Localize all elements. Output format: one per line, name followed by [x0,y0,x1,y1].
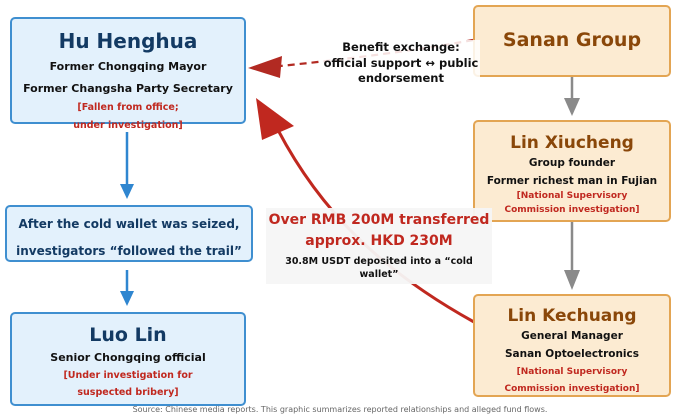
luo-lin-status-1: [Under investigation for [63,370,193,381]
lin-xiucheng-role-1: Group founder [528,157,616,169]
benefit-exchange-arrowhead [248,56,282,78]
trail-line-1: After the cold wallet was seized, [18,217,240,231]
transfer-line-2: approx. HKD 230M [305,233,453,249]
luo-lin-name: Luo Lin [89,324,167,346]
benefit-exchange-label: Benefit exchange: official support ↔ pub… [322,40,480,87]
trail-to-luo-arrowhead [120,291,134,306]
source-note: Source: Chinese media reports. This grap… [132,405,548,414]
benefit-exchange-arrow [279,38,474,68]
lin-xiucheng-status-1: [National Supervisory [516,191,628,201]
hu-henghua-status-2: under investigation] [73,119,183,131]
trail-line-2: investigators “followed the trail” [16,244,242,258]
hu-henghua-role-1: Former Chongqing Mayor [49,60,207,73]
lin-xiucheng-name: Lin Xiucheng [510,133,634,153]
cold-wallet-trail-node: After the cold wallet was seized, invest… [5,205,253,262]
fund-transfer-label: Over RMB 200M transferred approx. HKD 23… [266,208,492,284]
hu-henghua-role-2: Former Changsha Party Secretary [23,82,233,95]
hu-to-trail-arrowhead [120,184,134,199]
lin-kechuang-role-2: Sanan Optoelectronics [504,348,640,360]
lin-xiucheng-status-2: Commission investigation] [504,204,640,215]
transfer-line-1: Over RMB 200M transferred [268,212,490,228]
luo-lin-node: Luo Lin Senior Chongqing official [Under… [10,312,246,406]
sanan-group-node: Sanan Group [473,5,671,77]
benefit-line-1: Benefit exchange: [342,40,460,54]
lin-kechuang-status-1: [National Supervisory [516,367,628,377]
lin-xiucheng-node: Lin Xiucheng Group founder Former riches… [473,120,671,222]
hu-henghua-status-1: [Fallen from office; [77,102,179,113]
hu-henghua-node: Hu Henghua Former Chongqing Mayor Former… [10,17,246,131]
xiucheng-to-kechuang-arrowhead [564,270,580,290]
fund-flow-arrowhead [256,98,294,140]
lin-kechuang-role-1: General Manager [521,330,623,342]
hu-henghua-name: Hu Henghua [58,29,198,53]
lin-kechuang-status-2: Commission investigation] [504,383,640,394]
benefit-line-3: endorsement [358,71,444,85]
lin-kechuang-name: Lin Kechuang [507,306,637,326]
sanan-to-xiucheng-arrowhead [564,98,580,116]
luo-lin-role: Senior Chongqing official [50,351,206,364]
lin-xiucheng-role-2: Former richest man in Fujian [486,175,658,187]
transfer-line-4: wallet” [359,269,399,280]
lin-kechuang-node: Lin Kechuang General Manager Sanan Optoe… [473,294,671,397]
benefit-line-2: official support ↔ public [323,55,479,70]
luo-lin-status-2: suspected bribery] [77,386,179,398]
sanan-group-name: Sanan Group [502,29,642,51]
transfer-line-3: 30.8M USDT deposited into a “cold [285,256,473,267]
